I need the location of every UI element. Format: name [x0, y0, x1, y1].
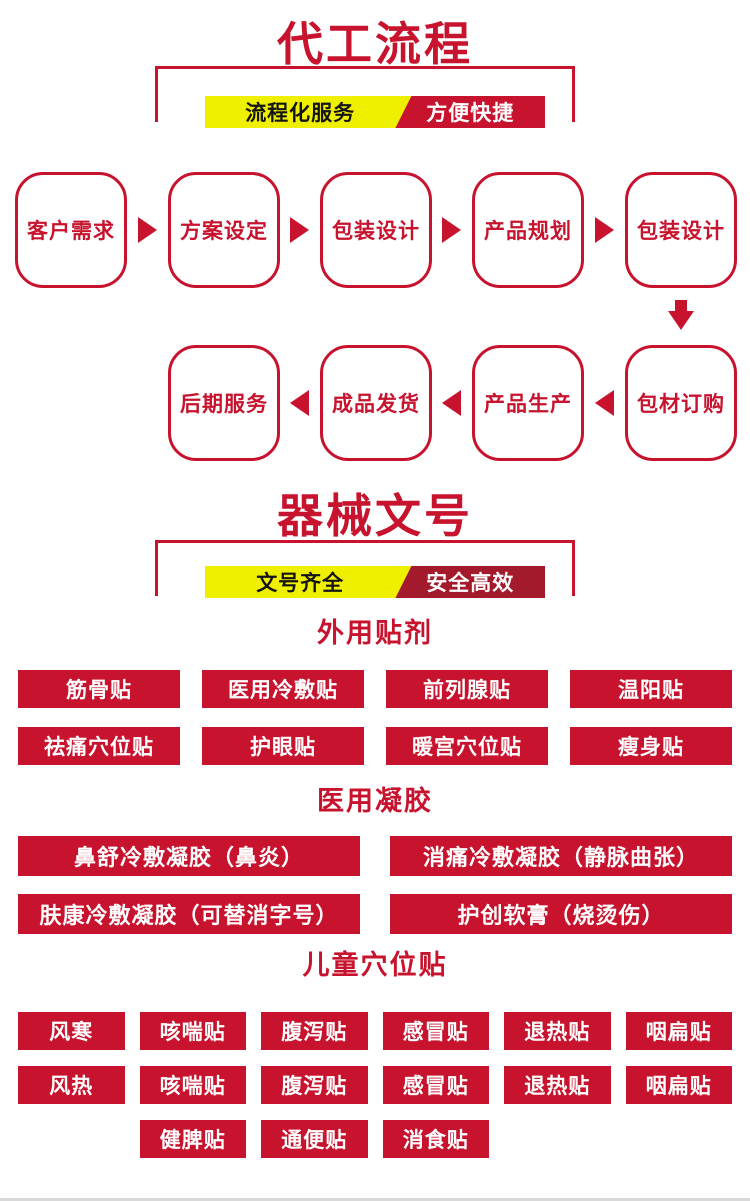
product-tag: 风寒 — [18, 1012, 125, 1050]
license-bracket-decoration — [155, 540, 575, 596]
arrow-right-icon — [595, 217, 614, 243]
product-tag: 腹泻贴 — [261, 1012, 368, 1050]
product-tag: 风热 — [18, 1066, 125, 1104]
flow-step: 方案设定 — [168, 172, 280, 288]
arrow-right-icon — [290, 217, 309, 243]
product-tag: 医用冷敷贴 — [202, 670, 364, 708]
flow-step: 包装设计 — [625, 172, 737, 288]
product-tag: 退热贴 — [504, 1066, 611, 1104]
arrow-left-icon — [442, 390, 461, 416]
flow-step: 包材订购 — [625, 345, 737, 461]
product-tag: 肤康冷敷凝胶（可替消字号） — [18, 894, 360, 934]
flow-step: 成品发货 — [320, 345, 432, 461]
category-heading: 外用贴剂 — [317, 618, 433, 648]
product-tag: 筋骨贴 — [18, 670, 180, 708]
arrow-left-icon — [595, 390, 614, 416]
product-tag: 咽扁贴 — [625, 1066, 732, 1104]
product-tag: 通便贴 — [261, 1120, 368, 1158]
product-tag: 咽扁贴 — [625, 1012, 732, 1050]
patch-tag-grid: 筋骨贴 医用冷敷贴 前列腺贴 温阳贴 祛痛穴位贴 护眼贴 暖宫穴位贴 瘦身贴 — [18, 670, 732, 765]
flow-step: 后期服务 — [168, 345, 280, 461]
license-section-title: 器械文号 — [277, 490, 473, 542]
arrow-right-icon — [138, 217, 157, 243]
product-tag: 消痛冷敷凝胶（静脉曲张） — [390, 836, 732, 876]
product-tag: 消食贴 — [382, 1120, 489, 1158]
product-tag: 暖宫穴位贴 — [386, 727, 548, 765]
product-tag: 健脾贴 — [139, 1120, 246, 1158]
product-tag: 退热贴 — [504, 1012, 611, 1050]
product-tag: 咳喘贴 — [139, 1066, 246, 1104]
category-heading: 医用凝胶 — [317, 786, 433, 816]
product-tag: 鼻舒冷敷凝胶（鼻炎） — [18, 836, 360, 876]
flow-step: 产品规划 — [472, 172, 584, 288]
process-bracket-decoration — [155, 66, 575, 122]
product-tag: 护创软膏（烧烫伤） — [390, 894, 732, 934]
arrow-down-icon — [675, 300, 687, 312]
product-tag: 瘦身贴 — [570, 727, 732, 765]
product-tag: 前列腺贴 — [386, 670, 548, 708]
product-tag: 感冒贴 — [382, 1012, 489, 1050]
product-tag: 腹泻贴 — [261, 1066, 368, 1104]
process-section-title: 代工流程 — [277, 18, 473, 70]
product-tag: 感冒贴 — [382, 1066, 489, 1104]
child-tag-grid: 风寒 咳喘贴 腹泻贴 感冒贴 退热贴 咽扁贴 风热 咳喘贴 腹泻贴 感冒贴 退热… — [18, 1012, 732, 1158]
product-tag: 咳喘贴 — [139, 1012, 246, 1050]
arrow-left-icon — [290, 390, 309, 416]
bottom-divider — [0, 1198, 750, 1201]
flow-step: 包装设计 — [320, 172, 432, 288]
license-banner-right-label: 安全高效 — [395, 566, 545, 598]
category-heading: 儿童穴位贴 — [302, 950, 448, 980]
process-banner-right-label: 方便快捷 — [395, 96, 545, 128]
license-subtitle-banner: 文号齐全 安全高效 — [205, 566, 545, 598]
arrow-right-icon — [442, 217, 461, 243]
product-tag: 护眼贴 — [202, 727, 364, 765]
product-tag: 温阳贴 — [570, 670, 732, 708]
license-banner-left-label: 文号齐全 — [256, 572, 345, 595]
gel-tag-grid: 鼻舒冷敷凝胶（鼻炎） 消痛冷敷凝胶（静脉曲张） 肤康冷敷凝胶（可替消字号） 护创… — [18, 836, 732, 934]
flow-step: 产品生产 — [472, 345, 584, 461]
process-banner-left-label: 流程化服务 — [245, 102, 356, 125]
flow-step: 客户需求 — [15, 172, 127, 288]
process-subtitle-banner: 流程化服务 方便快捷 — [205, 96, 545, 128]
arrow-down-icon — [668, 311, 694, 330]
product-tag: 祛痛穴位贴 — [18, 727, 180, 765]
